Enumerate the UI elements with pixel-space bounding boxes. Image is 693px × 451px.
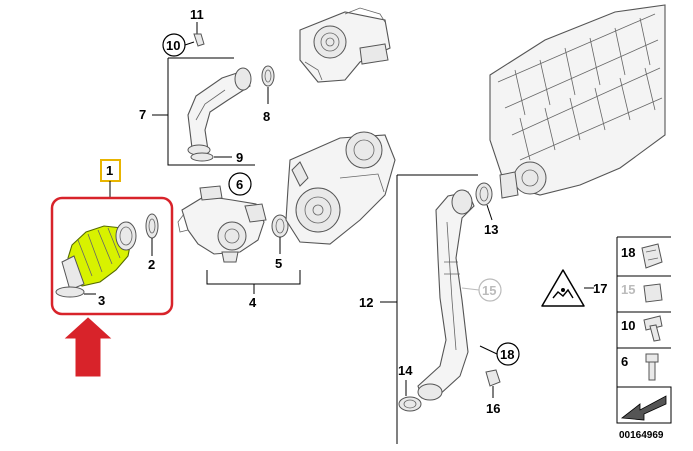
legend-item-18: 18	[621, 245, 635, 260]
part-label-12: 12	[359, 295, 373, 310]
warning-label-17: 17	[541, 269, 607, 307]
upper-turbocharger	[299, 7, 391, 83]
legend-item-6: 6	[621, 354, 628, 369]
part-label-13: 13	[484, 222, 498, 237]
legend-item-15: 15	[621, 282, 635, 297]
bracket-icon	[643, 283, 663, 303]
part-label-7: 7	[139, 107, 146, 122]
lower-turbocharger	[285, 131, 396, 245]
part-label-8: 8	[263, 109, 270, 124]
screw-10-11-group: 11 10	[162, 7, 205, 57]
parts-legend: 18 15 10 6 00164969	[616, 236, 672, 441]
pipe-12-group: 12 13 14 15 18 16	[359, 174, 520, 444]
clip-icon	[641, 243, 663, 269]
part-label-16: 16	[486, 401, 500, 416]
pipe-7-group: 7 9 8	[139, 57, 275, 166]
highlight-frame	[50, 196, 174, 316]
direction-arrow-icon	[620, 395, 667, 421]
part-label-14: 14	[398, 363, 413, 378]
part-label-6: 6	[236, 177, 243, 192]
highlighted-hose-group: 3 2	[50, 196, 174, 316]
red-pointer-arrow	[64, 317, 112, 377]
screw-icon	[645, 353, 659, 363]
part-label-3: 3	[98, 293, 105, 308]
turbo-inlet-assembly: 6 5 4	[177, 172, 301, 310]
intake-manifold	[489, 4, 666, 199]
part-label-18: 18	[500, 347, 514, 362]
part-1-callout: 1	[100, 159, 121, 198]
part-label-11: 11	[190, 7, 204, 22]
part-label-9: 9	[236, 150, 243, 165]
part-label-17: 17	[593, 281, 607, 296]
part-label-5: 5	[275, 256, 282, 271]
part-label-15: 15	[482, 283, 496, 298]
footer-code: 00164969	[619, 430, 664, 441]
bolt-head-icon	[643, 315, 663, 331]
legend-item-10: 10	[621, 318, 635, 333]
part-label-10: 10	[166, 38, 180, 53]
part-label-4: 4	[249, 295, 257, 310]
part-label-2: 2	[148, 257, 155, 272]
part-label-1: 1	[106, 163, 113, 178]
